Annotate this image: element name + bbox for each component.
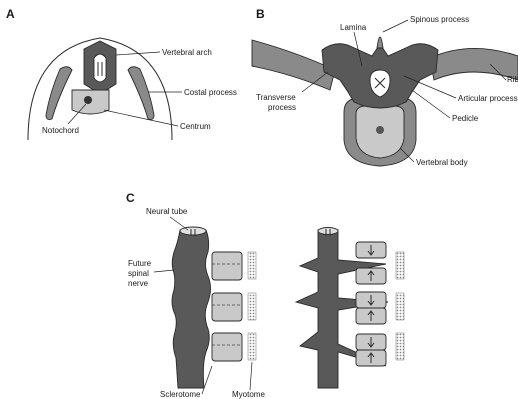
label-future-spinal-nerve-3: nerve <box>128 279 149 288</box>
label-centrum: Centrum <box>180 122 211 131</box>
neural-tube-a <box>94 54 106 82</box>
label-vertebral-body: Vertebral body <box>416 158 468 167</box>
myotome-1 <box>248 252 256 279</box>
label-costal-process: Costal process <box>184 88 237 97</box>
notochord-remnant <box>376 126 384 134</box>
sclerotome-block-1 <box>212 252 242 280</box>
label-lamina: Lamina <box>340 23 367 32</box>
neural-tube-top-left <box>180 227 206 235</box>
costal-process-left <box>46 67 72 120</box>
myotome-right-3 <box>396 333 404 360</box>
panel-c: C Neural tube <box>126 191 404 399</box>
label-myotome: Myotome <box>232 390 265 399</box>
label-neural-tube: Neural tube <box>146 207 188 216</box>
myotome-right-2 <box>396 293 404 320</box>
panel-c-letter: C <box>126 191 135 205</box>
label-spinous-process: Spinous process <box>410 15 469 24</box>
label-vertebral-arch: Vertebral arch <box>162 48 212 57</box>
notochord <box>84 96 92 104</box>
neural-tube-top-right <box>318 228 338 235</box>
label-transverse-process-2: process <box>268 103 296 112</box>
neural-tube-left <box>172 230 211 388</box>
sclerotome-block-3 <box>212 333 242 361</box>
rib-left <box>252 40 335 90</box>
label-pedicle: Pedicle <box>452 114 479 123</box>
label-future-spinal-nerve-2: spinal <box>128 269 149 278</box>
panel-b-letter: B <box>256 7 265 21</box>
label-sclerotome: Sclerotome <box>160 390 201 399</box>
panel-a-letter: A <box>6 7 15 21</box>
rib-right <box>430 48 518 80</box>
myotome-2 <box>248 293 256 320</box>
label-rib: Rib <box>507 75 518 84</box>
sclerotome-block-2 <box>212 293 242 321</box>
label-notochord: Notochord <box>42 126 79 135</box>
label-future-spinal-nerve-1: Future <box>128 259 152 268</box>
spinous-process <box>377 37 383 48</box>
myotome-right-1 <box>396 252 404 279</box>
costal-process-right <box>128 67 154 120</box>
panel-b: B Lamina Spinous process Rib Transverse … <box>252 7 518 167</box>
panel-a: A Vertebral arch Costal process Notochor… <box>6 7 237 140</box>
myotome-3 <box>248 333 256 360</box>
label-transverse-process-1: Transverse <box>256 93 296 102</box>
label-articular-process: Articular process <box>458 94 518 103</box>
